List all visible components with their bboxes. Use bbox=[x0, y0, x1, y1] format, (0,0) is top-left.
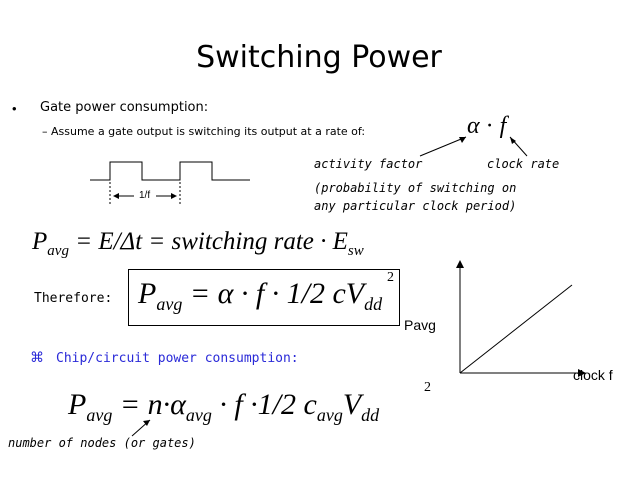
graph-linear-line bbox=[459, 284, 573, 374]
alpha-symbol: α bbox=[467, 113, 480, 139]
eq3-part1: = n·α bbox=[119, 388, 186, 421]
eq2-body: = α · f · 1/2 cV bbox=[189, 277, 365, 310]
bullet-chip-power: Chip/circuit power consumption: bbox=[56, 351, 299, 366]
alpha-f-expression: α · f bbox=[467, 113, 506, 140]
eq3-P-sub: avg bbox=[86, 405, 113, 425]
eq3-c-sub: avg bbox=[316, 405, 343, 425]
equation-chip-power: Pavg = n·αavg · f ·1/2 cavgVdd bbox=[68, 388, 379, 426]
eq1-P-sub: avg bbox=[47, 243, 69, 259]
probability-line1: (probability of switching on bbox=[314, 181, 517, 195]
eq3-P: P bbox=[68, 388, 87, 421]
bullet-gate-power: Gate power consumption: bbox=[40, 100, 209, 115]
bullet-dot: • bbox=[12, 101, 17, 116]
period-arrowhead-right bbox=[171, 193, 177, 199]
eq3-V: V bbox=[342, 388, 362, 421]
clock-rate-label: clock rate bbox=[487, 157, 560, 171]
activity-factor-label: activity factor bbox=[314, 157, 423, 171]
eq1-P: P bbox=[32, 228, 48, 255]
eq1-body: = E/Δt = switching rate · E bbox=[75, 228, 348, 255]
square-waveform bbox=[90, 161, 250, 206]
eq3-V-sup: 2 bbox=[424, 380, 431, 395]
sub-bullet-switching-rate: – Assume a gate output is switching its … bbox=[42, 125, 366, 138]
graph-x-label: clock f bbox=[573, 367, 613, 383]
graph-y-label: Pavg bbox=[404, 317, 436, 333]
graph-y-arrowhead bbox=[456, 260, 464, 268]
eq2-V-sub: dd bbox=[364, 294, 383, 314]
f-symbol: f bbox=[499, 113, 507, 139]
bullet-2-marker: ⌘ bbox=[30, 349, 44, 365]
equation-pavg-switching: Pavg = α · f · 1/2 cVdd bbox=[138, 277, 382, 315]
eq1-E-sub: sw bbox=[347, 243, 364, 259]
eq2-P-sub: avg bbox=[156, 294, 183, 314]
page-title: Switching Power bbox=[196, 40, 442, 75]
nodes-label: number of nodes (or gates) bbox=[8, 436, 196, 450]
nodes-arrowhead bbox=[143, 420, 150, 426]
equation-box bbox=[128, 269, 400, 326]
probability-line2: any particular clock period) bbox=[314, 199, 517, 213]
power-vs-clock-graph bbox=[456, 260, 586, 377]
graph-x-arrowhead bbox=[578, 369, 586, 377]
clock-rate-arrowhead bbox=[510, 137, 516, 144]
period-arrowhead-left bbox=[113, 193, 119, 199]
period-label: 1/f bbox=[139, 190, 151, 201]
dot-operator: · bbox=[485, 113, 494, 139]
activity-arrowhead bbox=[459, 137, 466, 143]
equation-pavg-energy: Pavg = E/Δt = switching rate · Esw bbox=[32, 228, 364, 260]
sub-bullet-text: Assume a gate output is switching its ou… bbox=[51, 125, 366, 138]
eq2-P: P bbox=[138, 277, 157, 310]
therefore-label: Therefore: bbox=[34, 291, 113, 306]
eq3-alpha-sub: avg bbox=[185, 405, 212, 425]
eq2-V-sup: 2 bbox=[387, 270, 394, 285]
eq3-part2: · f ·1/2 c bbox=[219, 388, 317, 421]
eq3-V-sub: dd bbox=[361, 405, 380, 425]
activity-arrow-line bbox=[419, 136, 467, 157]
waveform-line bbox=[90, 161, 250, 181]
